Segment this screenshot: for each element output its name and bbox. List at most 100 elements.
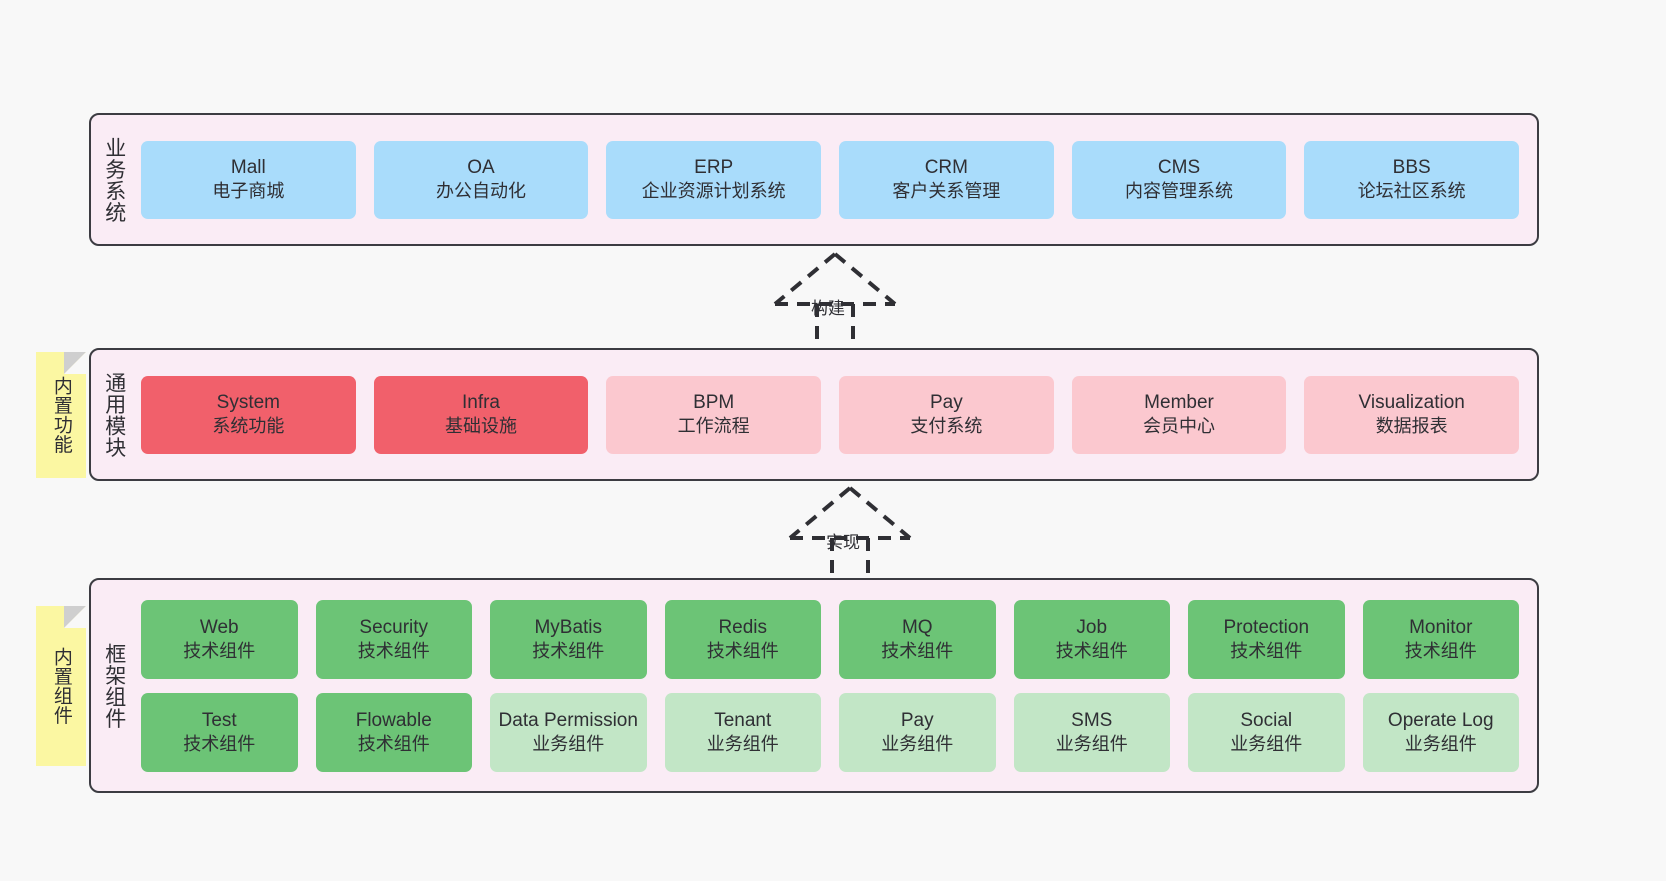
node-title-en: Job (1076, 616, 1108, 638)
node-operate-log[interactable]: Operate Log 业务组件 (1362, 692, 1519, 772)
layer-body-business: Mall 电子商城 OA 办公自动化 ERP 企业资源计划系统 CRM 客户关系… (137, 115, 1537, 244)
node-title-en: Security (359, 616, 429, 638)
node-title-cn: 论坛社区系统 (1357, 181, 1466, 202)
node-title-cn: 技术组件 (532, 640, 605, 661)
node-title-cn: 业务组件 (1404, 733, 1477, 754)
dashed-generalization-arrow-icon (788, 486, 912, 586)
node-title-en: Protection (1223, 616, 1310, 638)
node-job[interactable]: Job 技术组件 (1013, 599, 1170, 679)
node-title-cn: 基础设施 (445, 416, 517, 437)
node-visualization[interactable]: Visualization 数据报表 (1304, 375, 1520, 454)
node-title-en: Test (201, 709, 237, 731)
node-title-cn: 技术组件 (1230, 640, 1303, 661)
node-title-cn: 技术组件 (1055, 640, 1128, 661)
node-title-cn: 业务组件 (532, 733, 605, 754)
node-security[interactable]: Security 技术组件 (315, 599, 472, 679)
node-title-cn: 电子商城 (212, 181, 285, 202)
node-system[interactable]: System 系统功能 (141, 375, 356, 454)
node-title-cn: 系统功能 (212, 416, 285, 437)
node-pay-business[interactable]: Pay 业务组件 (839, 692, 996, 772)
node-redis[interactable]: Redis 技术组件 (664, 599, 821, 679)
node-tenant[interactable]: Tenant 业务组件 (664, 692, 821, 772)
node-title-cn: 数据报表 (1375, 416, 1448, 437)
node-title-en: Pay (929, 392, 963, 414)
node-title-en: OA (467, 157, 495, 179)
node-title-cn: 技术组件 (1404, 640, 1477, 661)
node-member[interactable]: Member 会员中心 (1071, 375, 1287, 454)
node-title-en: ERP (694, 157, 734, 179)
connector-label-build: 构建 (811, 299, 845, 318)
node-title-en: Visualization (1358, 392, 1465, 414)
connector-label-realize: 实现 (826, 533, 860, 552)
node-title-en: CMS (1157, 157, 1201, 179)
node-mybatis[interactable]: MyBatis 技术组件 (490, 599, 647, 679)
node-mq[interactable]: MQ 技术组件 (839, 599, 996, 679)
node-bpm[interactable]: BPM 工作流程 (606, 375, 822, 454)
node-title-en: Monitor (1409, 616, 1473, 638)
node-crm[interactable]: CRM 客户关系管理 (839, 140, 1054, 219)
node-title-en: BPM (693, 392, 735, 414)
node-sms[interactable]: SMS 业务组件 (1013, 692, 1170, 772)
node-title-en: Mall (230, 157, 266, 179)
node-title-cn: 办公自动化 (436, 181, 526, 202)
node-title-cn: 客户关系管理 (892, 181, 1001, 202)
sticky-note-builtin-features: 内置功能 (36, 352, 86, 478)
node-title-cn: 技术组件 (357, 640, 430, 661)
layer-title-frame: 框架组件 (102, 642, 126, 729)
node-title-cn: 技术组件 (183, 640, 256, 661)
node-mall[interactable]: Mall 电子商城 (141, 140, 356, 219)
node-social[interactable]: Social 业务组件 (1188, 692, 1345, 772)
layer-body-common: System 系统功能 Infra 基础设施 BPM 工作流程 Pay 支付系统… (137, 350, 1537, 479)
node-title-cn: 支付系统 (910, 416, 983, 437)
node-title-en: MQ (901, 616, 933, 638)
connector-realize: 实现 (760, 482, 940, 586)
node-row: Mall 电子商城 OA 办公自动化 ERP 企业资源计划系统 CRM 客户关系… (141, 140, 1520, 219)
node-title-cn: 业务组件 (706, 733, 779, 754)
node-row: System 系统功能 Infra 基础设施 BPM 工作流程 Pay 支付系统… (141, 375, 1520, 454)
node-title-cn: 技术组件 (183, 733, 256, 754)
node-row: Web 技术组件 Security 技术组件 MyBatis 技术组件 Redi… (141, 599, 1519, 679)
node-title-en: Flowable (355, 709, 432, 731)
node-title-en: Member (1144, 392, 1214, 414)
layer-framework-components: 框架组件 Web 技术组件 Security 技术组件 MyBatis 技术组件… (89, 578, 1539, 793)
node-title-cn: 技术组件 (706, 640, 779, 661)
node-title-cn: 会员中心 (1143, 416, 1216, 437)
layer-title-common: 通用模块 (102, 371, 126, 458)
node-title-en: Social (1240, 709, 1293, 731)
node-title-en: CRM (924, 157, 968, 179)
node-oa[interactable]: OA 办公自动化 (373, 140, 589, 219)
node-title-cn: 业务组件 (1230, 733, 1303, 754)
connector-build: 构建 (745, 248, 925, 352)
node-infra[interactable]: Infra 基础设施 (373, 375, 589, 454)
node-title-en: Tenant (714, 709, 772, 731)
node-pay[interactable]: Pay 支付系统 (839, 375, 1054, 454)
node-protection[interactable]: Protection 技术组件 (1188, 599, 1345, 679)
node-monitor[interactable]: Monitor 技术组件 (1362, 599, 1519, 679)
dashed-generalization-arrow-icon (773, 252, 897, 352)
node-cms[interactable]: CMS 内容管理系统 (1071, 140, 1287, 219)
layer-title-business: 业务系统 (102, 136, 126, 223)
sticky-note-builtin-components: 内置组件 (36, 606, 86, 766)
node-web[interactable]: Web 技术组件 (141, 599, 298, 679)
node-test[interactable]: Test 技术组件 (141, 692, 298, 772)
node-title-en: System (216, 392, 281, 414)
layer-business-systems: 业务系统 Mall 电子商城 OA 办公自动化 ERP 企业资源计划系统 CRM… (89, 113, 1539, 246)
node-title-cn: 内容管理系统 (1125, 181, 1234, 202)
node-title-en: Infra (461, 392, 501, 414)
node-title-en: Pay (900, 709, 934, 731)
node-title-cn: 技术组件 (881, 640, 954, 661)
node-title-en: BBS (1392, 157, 1431, 179)
node-erp[interactable]: ERP 企业资源计划系统 (606, 140, 822, 219)
node-flowable[interactable]: Flowable 技术组件 (315, 692, 472, 772)
node-data-permission[interactable]: Data Permission 业务组件 (490, 692, 647, 772)
node-title-en: Redis (718, 616, 768, 638)
node-title-en: Web (199, 616, 239, 638)
node-bbs[interactable]: BBS 论坛社区系统 (1304, 140, 1520, 219)
node-title-en: Operate Log (1387, 709, 1494, 731)
node-title-en: SMS (1071, 709, 1113, 731)
node-title-cn: 工作流程 (677, 416, 750, 437)
node-title-en: Data Permission (498, 709, 638, 731)
node-title-cn: 业务组件 (881, 733, 954, 754)
node-row: Test 技术组件 Flowable 技术组件 Data Permission … (141, 692, 1519, 772)
